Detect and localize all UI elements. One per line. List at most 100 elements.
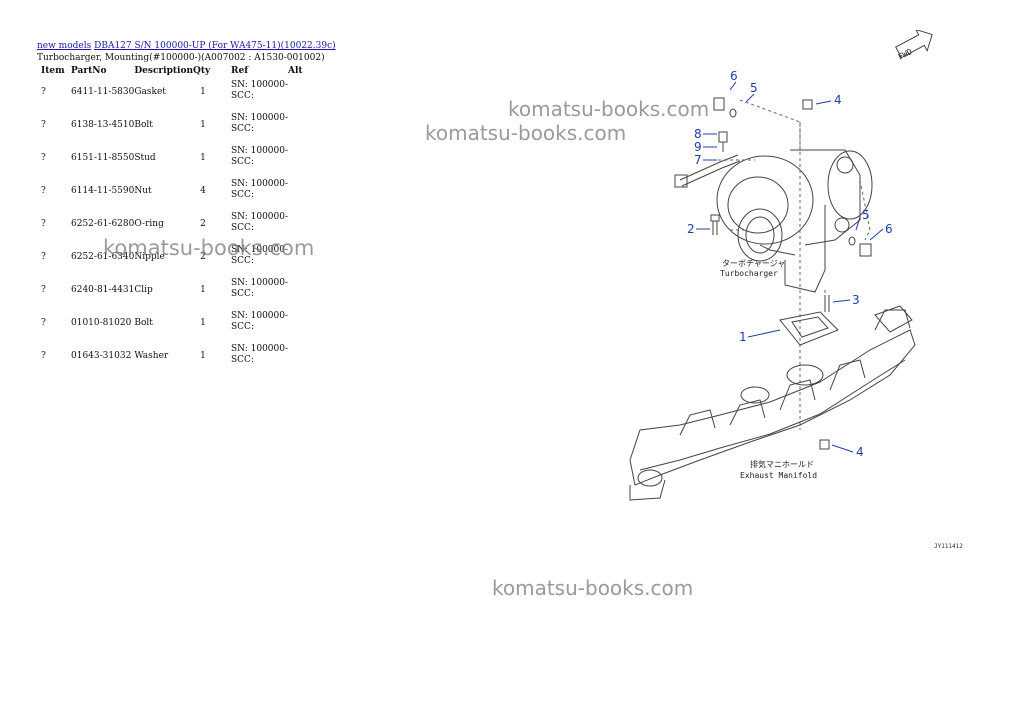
row-partno: 01643-31032 (71, 351, 132, 361)
turbocharger-jp-label: ターボチャージャ (722, 259, 785, 268)
row-item: ? (41, 186, 46, 196)
row-description: Clip (134, 285, 153, 295)
figure-number: JY111412 (934, 543, 963, 550)
watermark: komatsu-books.com (425, 121, 627, 145)
row-description: Bolt (134, 318, 153, 328)
col-header-partno: PartNo (71, 66, 107, 76)
turbocharger-drawing (716, 149, 873, 293)
page-title: Turbocharger, Mounting(#100000-)(A007002… (37, 53, 325, 63)
watermark: komatsu-books.com (508, 97, 710, 121)
row-ref: SN: 100000-SCC: (213, 245, 288, 278)
row-description: O-ring (134, 219, 164, 229)
row-alt (288, 311, 318, 344)
row-ref-scc: SCC: (231, 157, 254, 167)
row-partno: 6411-11-5830 (71, 87, 135, 97)
row-ref-sn: SN: 100000- (231, 245, 289, 255)
row-partno: 6252-61-6340 (71, 252, 135, 262)
row-description: Stud (134, 153, 156, 163)
breadcrumb-link-model[interactable]: DBA127 S/N 100000-UP (For WA475-11)(1002… (94, 41, 336, 51)
callout-2: 2 (687, 222, 695, 236)
exhaust-manifold-drawing (629, 305, 916, 501)
row-description: Washer (134, 351, 169, 361)
row-item: ? (41, 219, 46, 229)
row-ref-scc: SCC: (231, 124, 254, 134)
table-header-row: Item PartNo Description Qty Ref Alt (37, 66, 318, 80)
row-alt (288, 146, 318, 179)
gasket-drawing (779, 311, 839, 346)
row-ref-scc: SCC: (231, 322, 254, 332)
row-ref-scc: SCC: (231, 355, 254, 365)
fwd-label: FWD (897, 47, 914, 62)
row-ref-sn: SN: 100000- (231, 146, 289, 156)
callout-4: 4 (856, 445, 864, 459)
row-alt (288, 179, 318, 212)
row-ref-scc: SCC: (231, 256, 254, 266)
callout-4: 4 (834, 93, 842, 107)
watermark: komatsu-books.com (103, 236, 315, 260)
row-alt (288, 344, 318, 377)
row-partno: 6138-13-4510 (71, 120, 135, 130)
parts-diagram: ターボチャージャ Turbocharger 排気マニホールド Exhaust M… (629, 30, 933, 501)
breadcrumb: new models DBA127 S/N 100000-UP (For WA4… (37, 40, 336, 52)
callout-6: 6 (885, 222, 893, 236)
row-qty: 1 (200, 153, 206, 163)
row-ref-sn: SN: 100000- (231, 179, 289, 189)
callout-8: 8 (694, 127, 702, 141)
row-ref-scc: SCC: (231, 289, 254, 299)
parts-table: Item PartNo Description Qty Ref Alt ? 641… (37, 66, 318, 377)
row-partno: 6151-11-8550 (71, 153, 135, 163)
col-header-ref: Ref (231, 66, 249, 76)
row-description: Nipple (134, 252, 165, 262)
row-qty: 1 (200, 318, 206, 328)
row-partno: 01010-81020 (71, 318, 132, 328)
row-ref-sn: SN: 100000- (231, 113, 289, 123)
callout-7: 7 (694, 153, 702, 167)
row-item: ? (41, 252, 46, 262)
row-alt (288, 80, 318, 113)
callout-1: 1 (739, 330, 747, 344)
row-ref: SN: 100000-SCC: (213, 344, 288, 377)
callout-5: 5 (862, 208, 870, 222)
row-ref: SN: 100000-SCC: (213, 179, 288, 212)
row-partno: 6240-81-4431 (71, 285, 135, 295)
row-ref: SN: 100000-SCC: (213, 311, 288, 344)
manifold-label: Exhaust Manifold (740, 471, 817, 480)
row-qty: 2 (200, 219, 206, 229)
row-ref: SN: 100000-SCC: (213, 146, 288, 179)
breadcrumb-link-new-models[interactable]: new models (37, 41, 92, 51)
row-ref-scc: SCC: (231, 190, 254, 200)
row-qty: 1 (200, 285, 206, 295)
row-ref-sn: SN: 100000- (231, 212, 289, 222)
row-item: ? (41, 285, 46, 295)
fwd-arrow-icon (895, 30, 933, 59)
row-ref-sn: SN: 100000- (231, 311, 289, 321)
row-ref-scc: SCC: (231, 91, 254, 101)
row-ref-sn: SN: 100000- (231, 278, 289, 288)
callout-3: 3 (852, 293, 860, 307)
row-item: ? (41, 153, 46, 163)
col-header-qty: Qty (193, 66, 211, 76)
row-item: ? (41, 120, 46, 130)
row-alt (288, 278, 318, 311)
row-ref: SN: 100000-SCC: (213, 80, 288, 113)
col-header-item: Item (41, 66, 65, 76)
watermark: komatsu-books.com (492, 576, 694, 600)
row-ref: SN: 100000-SCC: (213, 212, 288, 245)
row-ref-sn: SN: 100000- (231, 344, 289, 354)
row-qty: 1 (200, 87, 206, 97)
col-header-description: Description (134, 66, 193, 76)
row-item: ? (41, 351, 46, 361)
row-partno: 6252-61-6280 (71, 219, 135, 229)
row-ref: SN: 100000-SCC: (213, 278, 288, 311)
col-header-alt: Alt (288, 66, 303, 76)
row-ref-sn: SN: 100000- (231, 80, 289, 90)
row-description: Bolt (134, 120, 153, 130)
